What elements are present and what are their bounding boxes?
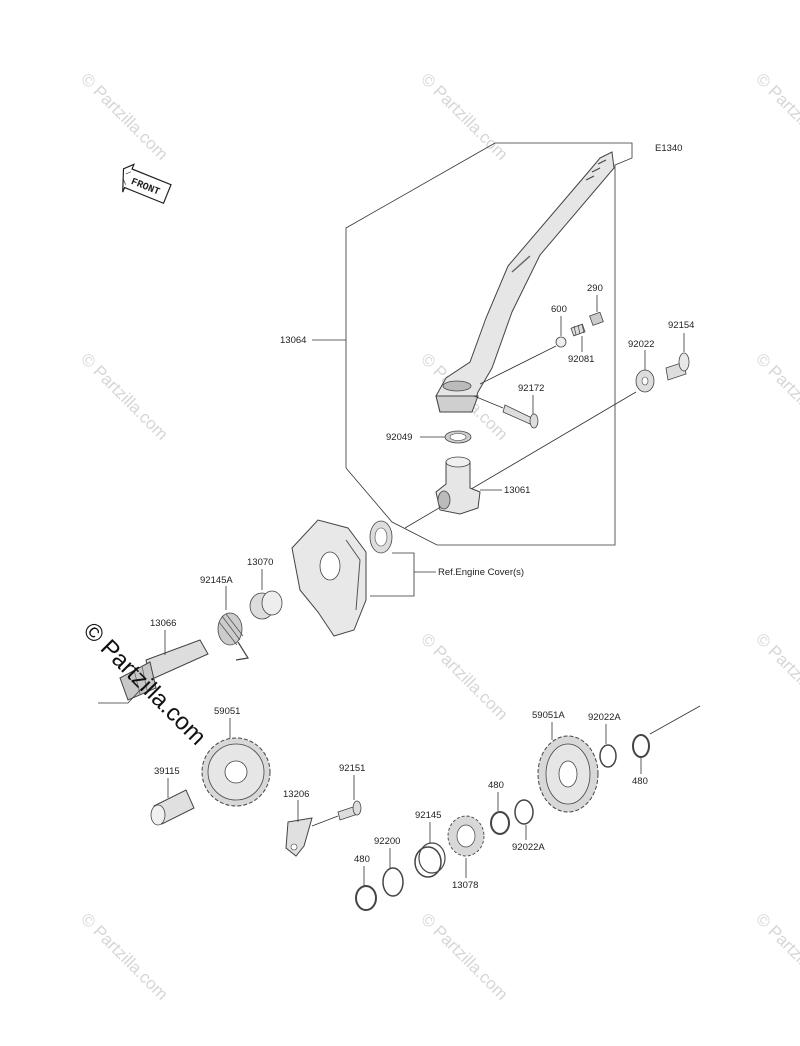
spring-92081: [570, 323, 586, 337]
part-label-13078: 13078: [452, 880, 478, 891]
circlip-480-left: [355, 885, 377, 911]
part-label-92081: 92081: [568, 354, 594, 365]
part-label-13206: 13206: [283, 789, 309, 800]
plug-290: [589, 311, 604, 326]
spring-92145: [414, 842, 446, 878]
axis-line-right: [649, 705, 701, 735]
watermark: © Partzilla.com: [417, 69, 511, 163]
part-label-480-right: 480: [632, 776, 648, 787]
collar-13070: [249, 590, 283, 620]
watermark: © Partzilla.com: [752, 909, 800, 1003]
part-label-480-middle: 480: [488, 780, 504, 791]
reference-bracket: [370, 552, 415, 597]
boss-13061: [435, 456, 481, 515]
watermark: © Partzilla.com: [417, 909, 511, 1003]
part-label-39115: 39115: [154, 766, 180, 777]
watermark: © Partzilla.com: [77, 349, 171, 443]
washer-92022A-lower: [514, 799, 534, 825]
watermark: © Partzilla.com: [752, 629, 800, 723]
watermark-layer: © Partzilla.com © Partzilla.com © Partzi…: [77, 69, 800, 1003]
shaft-axis-line: [98, 687, 143, 704]
bolt-92154: [665, 352, 690, 381]
part-label-92151: 92151: [339, 763, 365, 774]
oil-seal: [369, 520, 393, 554]
circlip-480-middle: [490, 811, 510, 835]
part-label-92145A: 92145A: [200, 575, 233, 586]
reference-note: Ref.Engine Cover(s): [438, 567, 524, 578]
kick-pedal-lever: [435, 151, 615, 413]
watermark: © Partzilla.com: [77, 69, 171, 163]
spring-92145A: [217, 612, 249, 661]
ball-600: [555, 336, 567, 348]
circlip-480-right: [632, 734, 650, 758]
part-label-92049: 92049: [386, 432, 412, 443]
bolt-92151: [337, 800, 362, 821]
leader-92172-to-lever: [473, 395, 504, 409]
part-label-480-left: 480: [354, 854, 370, 865]
leader-600-to-lever: [479, 345, 557, 385]
ratchet-13078: [447, 815, 485, 857]
gear-59051: [201, 737, 271, 807]
assembly-group-outline: [345, 142, 633, 546]
part-label-92172: 92172: [518, 383, 544, 394]
part-label-13070: 13070: [247, 557, 273, 568]
front-arrow-icon: FRONT: [122, 163, 172, 205]
part-label-92022A-upper: 92022A: [588, 712, 621, 723]
washer-92200: [382, 867, 404, 897]
guide-13206: [285, 817, 313, 857]
part-label-59051: 59051: [214, 706, 240, 717]
part-label-13061: 13061: [504, 485, 530, 496]
bolt-92172: [502, 404, 539, 429]
diagram-code: E1340: [655, 143, 682, 154]
watermark: © Partzilla.com: [752, 349, 800, 443]
part-label-59051A: 59051A: [532, 710, 565, 721]
watermark: © Partzilla.com: [417, 629, 511, 723]
leader-92151-to-guide: [311, 815, 339, 827]
gear-59051A: [537, 735, 599, 813]
part-label-13064: 13064: [280, 335, 306, 346]
watermark: © Partzilla.com: [77, 909, 171, 1003]
part-label-92154: 92154: [668, 320, 694, 331]
watermark-overlay: © Partzilla.com: [78, 617, 211, 750]
collar-39115: [150, 789, 195, 826]
part-label-92022A-lower: 92022A: [512, 842, 545, 853]
watermark: © Partzilla.com: [752, 69, 800, 163]
kick-shaft-13066: [119, 639, 209, 701]
part-label-92200: 92200: [374, 836, 400, 847]
part-label-13066: 13066: [150, 618, 176, 629]
part-label-600: 600: [551, 304, 567, 315]
part-label-92022: 92022: [628, 339, 654, 350]
part-label-92145: 92145: [415, 810, 441, 821]
washer-92022A-upper: [599, 744, 617, 768]
engine-cover-section: [291, 519, 367, 637]
part-label-290: 290: [587, 283, 603, 294]
